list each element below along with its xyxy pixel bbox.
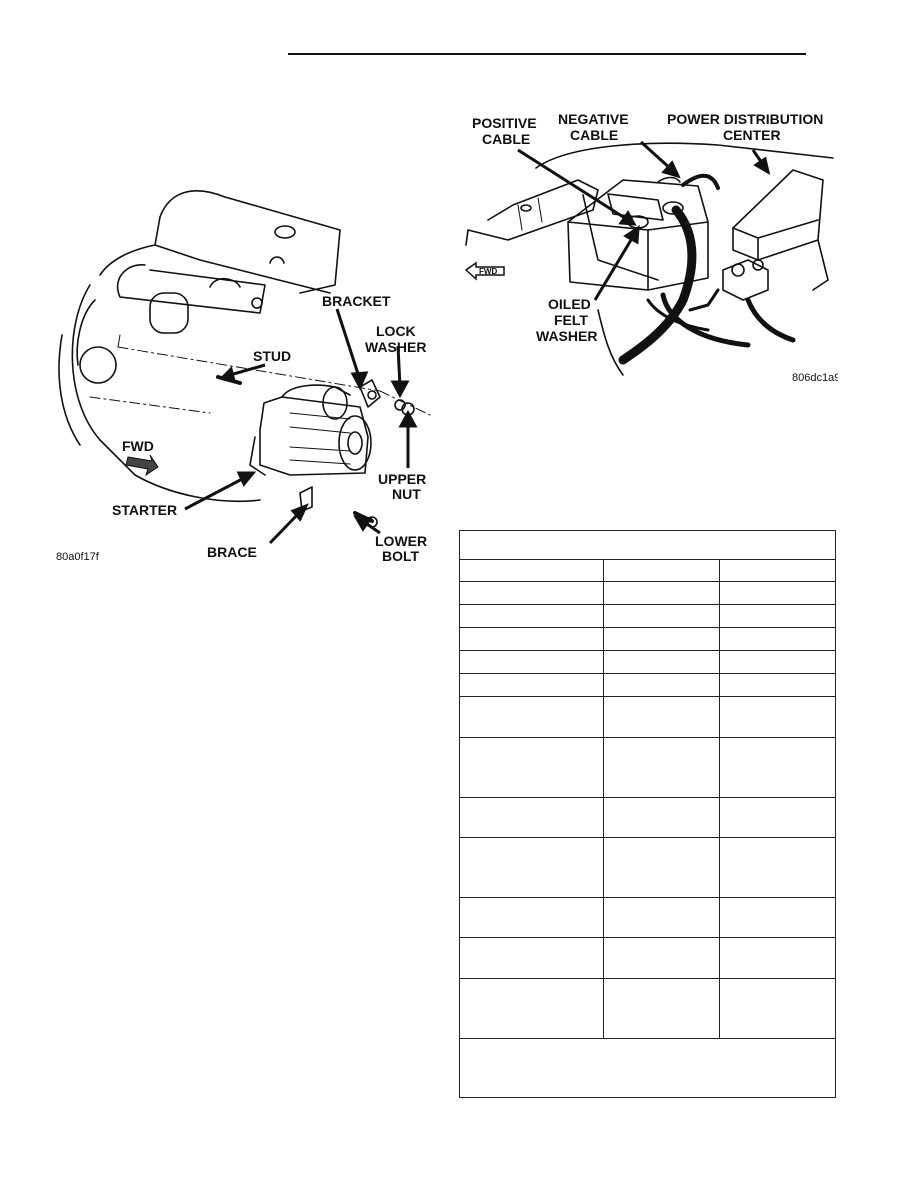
table-rule — [460, 650, 835, 651]
bracket-label: BRACKET — [322, 293, 391, 309]
table-rule — [460, 1038, 835, 1039]
table-rule — [460, 581, 835, 582]
battery-cable-illustration: FWD POSITIVE CABLE NEGATIVE CABLE POWER … — [464, 111, 838, 384]
bolt-label: BOLT — [382, 548, 420, 564]
center-label: CENTER — [723, 127, 781, 143]
negative-cable-label: CABLE — [570, 127, 618, 143]
table-rule — [460, 627, 835, 628]
torque-spec-table — [459, 530, 836, 1098]
battery-cable-figure: FWD POSITIVE CABLE NEGATIVE CABLE POWER … — [458, 110, 838, 390]
table-rule — [460, 937, 835, 938]
table-rule — [460, 978, 835, 979]
lower-label: LOWER — [375, 533, 427, 549]
brace-label: BRACE — [207, 544, 257, 560]
washer-label: WASHER — [536, 328, 597, 344]
table-rule — [460, 737, 835, 738]
starter-mounting-figure: BRACKET LOCK WASHER STUD FWD UPPER NUT S… — [50, 175, 435, 575]
table-rule — [460, 604, 835, 605]
fwd-arrow-icon — [125, 454, 159, 477]
oiled-label: OILED — [548, 296, 591, 312]
negative-label: NEGATIVE — [558, 111, 629, 127]
lock-label: LOCK — [376, 323, 416, 339]
table-rule — [460, 897, 835, 898]
table-rule — [460, 797, 835, 798]
table-rule — [460, 837, 835, 838]
nut-label: NUT — [392, 486, 421, 502]
fwd-label: FWD — [479, 267, 497, 276]
upper-label: UPPER — [378, 471, 426, 487]
header-rule — [288, 53, 806, 55]
fwd-arrow-icon: FWD — [464, 261, 505, 281]
felt-label: FELT — [554, 312, 588, 328]
stud-label: STUD — [253, 348, 291, 364]
power-distribution-label: POWER DISTRIBUTION — [667, 111, 823, 127]
washer-label: WASHER — [365, 339, 426, 355]
positive-cable-label: CABLE — [482, 131, 530, 147]
starter-mounting-illustration: BRACKET LOCK WASHER STUD FWD UPPER NUT S… — [56, 190, 431, 564]
figure-code: 806dc1a9 — [792, 372, 838, 384]
table-column-rule — [719, 559, 720, 1038]
starter-label: STARTER — [112, 502, 177, 518]
table-column-rule — [603, 559, 604, 1038]
positive-label: POSITIVE — [472, 115, 537, 131]
table-rule — [460, 673, 835, 674]
table-rule — [460, 559, 835, 560]
figure-code: 80a0f17f — [56, 551, 100, 563]
fwd-label: FWD — [122, 438, 154, 454]
table-rule — [460, 696, 835, 697]
